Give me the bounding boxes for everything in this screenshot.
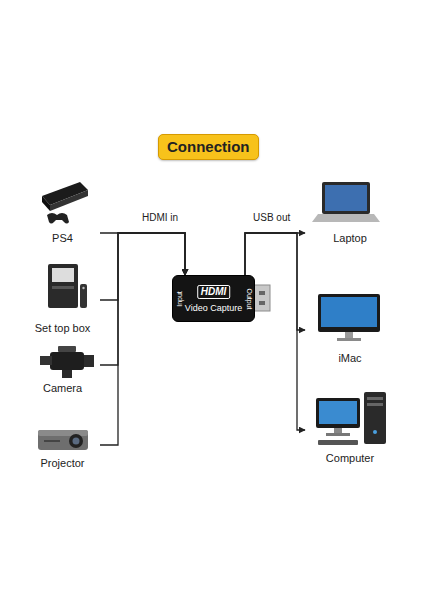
computer-icon-part: [334, 428, 342, 433]
set-top-box-icon: [48, 264, 87, 308]
projector-icon: [38, 430, 88, 450]
set-top-box-icon-part: [82, 287, 84, 289]
set-top-box-icon-part: [80, 284, 87, 308]
title-box: Connection: [158, 134, 259, 160]
capture-usb-plug-part: [259, 291, 265, 295]
device-text: Video Capture: [185, 303, 242, 314]
laptop-icon-part: [312, 214, 380, 222]
device-node: Computer: [305, 392, 395, 465]
computer-icon-part: [326, 433, 350, 436]
laptop-icon: [312, 182, 380, 222]
capture-usb-plug-part: [259, 301, 265, 305]
imac-icon-part: [318, 294, 380, 332]
device-node: Laptop: [305, 178, 395, 245]
imac-icon-part: [321, 297, 377, 327]
device-label: iMac: [338, 352, 361, 365]
device-node: iMac: [305, 292, 395, 365]
capture-usb-plug-part: [254, 285, 270, 311]
computer-icon: [316, 392, 386, 445]
projector-icon-part: [38, 430, 88, 436]
set-top-box-icon-part: [52, 286, 74, 289]
computer-icon-part: [316, 398, 360, 428]
device-node: Projector: [25, 425, 100, 470]
computer-icon-part: [367, 397, 383, 400]
projector-icon-part: [73, 438, 80, 445]
device-label: Camera: [43, 382, 82, 395]
laptop-icon-part: [325, 185, 367, 211]
connector-arrow: [100, 233, 185, 445]
device-label: Set top box: [35, 322, 91, 335]
camera-icon: [40, 346, 94, 378]
device-node: Set top box: [25, 260, 100, 335]
camera-icon-part: [62, 370, 72, 378]
connector-arrow: [245, 233, 305, 430]
laptop-icon-part: [322, 182, 370, 214]
ps4-icon-part: [47, 213, 69, 224]
set-top-box-icon-part: [52, 268, 74, 282]
device-node: PS4: [25, 172, 100, 245]
computer-icon-part: [373, 430, 377, 434]
hdmi-logo: HDMI: [197, 285, 231, 299]
connector-arrow: [245, 233, 305, 275]
projector-icon-part: [38, 430, 88, 450]
imac-icon-part: [345, 332, 353, 338]
computer-icon-part: [367, 403, 383, 406]
camera-icon-part: [50, 352, 84, 370]
port-label: Output: [245, 288, 253, 309]
computer-icon-part: [319, 401, 357, 424]
device-label: Computer: [326, 452, 374, 465]
device-label: Projector: [40, 457, 84, 470]
projector-icon-part: [44, 440, 60, 442]
ps4-icon-part: [42, 196, 50, 211]
device-label: Laptop: [333, 232, 367, 245]
signal-label: USB out: [252, 212, 291, 223]
diagram-title: Connection: [167, 138, 250, 155]
device-label: PS4: [52, 232, 73, 245]
port-label: Input: [176, 291, 184, 307]
ps4-icon: [42, 182, 88, 224]
camera-icon-part: [84, 355, 94, 367]
capture-device: HDMI Video CaptureInput Output: [172, 275, 255, 322]
signal-label: HDMI in: [141, 212, 179, 223]
camera-icon-part: [40, 356, 52, 365]
ps4-icon-part: [50, 190, 88, 211]
camera-icon-part: [58, 346, 76, 352]
computer-icon-part: [364, 392, 386, 444]
computer-icon-part: [318, 440, 358, 445]
connector-arrow: [100, 233, 185, 275]
device-node: Camera: [25, 343, 100, 395]
projector-icon-part: [69, 434, 83, 448]
capture-usb-plug: [254, 285, 270, 311]
set-top-box-icon-part: [48, 264, 78, 308]
imac-icon-part: [337, 338, 361, 341]
imac-icon: [318, 294, 380, 341]
